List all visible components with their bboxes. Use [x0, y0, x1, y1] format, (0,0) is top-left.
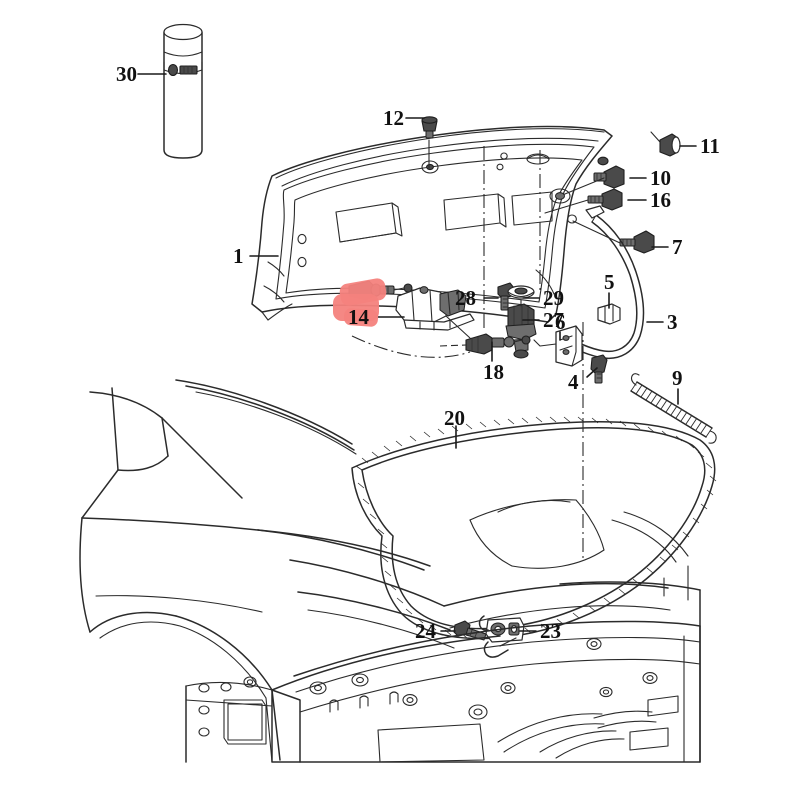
rear-body-panel [185, 581, 701, 763]
part-4-hinge-mounting-bolt [590, 354, 608, 384]
part-18-push-rod [439, 333, 531, 355]
callout-label-14: 14 [348, 305, 369, 329]
part-1-rear-lid-panel [251, 125, 613, 323]
part-7-torx-bolt [572, 220, 655, 254]
callout-label-7: 7 [672, 235, 683, 259]
trunk-opening-body [257, 499, 689, 649]
body-right-edge-details [663, 565, 689, 601]
callout-label-18: 18 [483, 360, 504, 384]
callout-label-12: 12 [383, 106, 404, 130]
part-12-lid-stop-buffer-screw [421, 116, 438, 169]
alignment-axes [351, 146, 584, 560]
part-16-hinge-bolt [544, 188, 623, 214]
part-23-lock-striker-plate [478, 615, 525, 658]
callout-label-6: 6 [555, 310, 566, 334]
callout-label-16: 16 [650, 188, 671, 212]
callout-label-9: 9 [672, 366, 683, 390]
callout-label-23: 23 [540, 619, 561, 643]
callout-label-1: 1 [233, 244, 244, 268]
callout-label-27: 27 [543, 308, 564, 332]
part-9-tension-spring [630, 373, 717, 444]
callout-label-11: 11 [700, 134, 720, 158]
callout-label-24: 24 [415, 619, 436, 643]
callout-label-10: 10 [650, 166, 671, 190]
part-6-hinge-bracket [533, 325, 583, 367]
part-29-seal-washer [507, 285, 535, 299]
callout-label-29: 29 [543, 286, 564, 310]
callout-label-28: 28 [455, 286, 476, 310]
callout-leader-lines [137, 73, 697, 632]
part-27-trunk-lock-latch [505, 299, 537, 359]
part-5-retaining-clip [597, 303, 621, 325]
lock-mechanism-body [395, 286, 475, 339]
part-11-grommet-plug [650, 131, 681, 157]
callout-label-30: 30 [116, 62, 137, 86]
part-10-hex-flange-bolt [549, 165, 625, 204]
callout-label-20: 20 [444, 406, 465, 430]
part-20-trunk-lid-weatherstrip-seal [351, 416, 717, 640]
part-24-striker-bolt [453, 620, 487, 641]
callout-label-4: 4 [568, 370, 579, 394]
callout-label-5: 5 [604, 270, 615, 294]
part-30-sealant-cartridge [163, 23, 203, 159]
callout-label-3: 3 [667, 310, 678, 334]
